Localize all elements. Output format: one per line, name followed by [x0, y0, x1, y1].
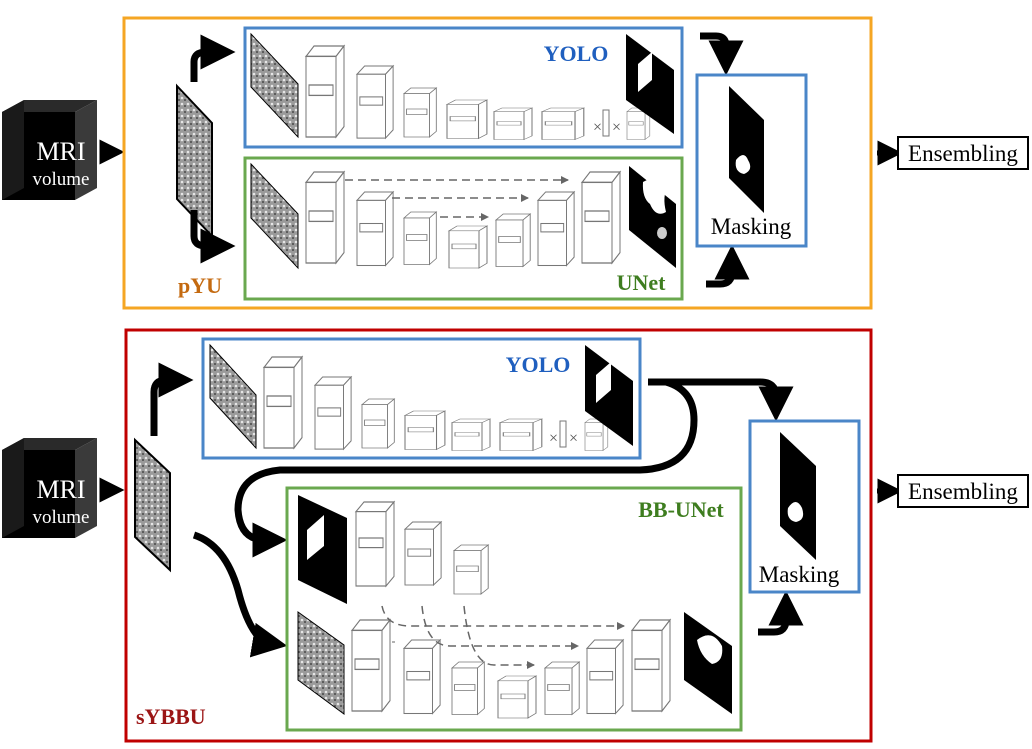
bbunet-tumor-shape [697, 635, 723, 664]
yolo-output-top [626, 34, 674, 134]
masked-slice-bottom [780, 432, 816, 560]
masked-tumor-top [735, 155, 751, 174]
arrow-yolo-to-mask-top [700, 32, 744, 76]
bbunet-output [684, 612, 732, 714]
arrow-unet-to-mask-top [706, 244, 750, 288]
masking-label-top: Masking [711, 214, 792, 239]
bbunet-label: BB-UNet [638, 497, 724, 522]
yolo-label-bottom: YOLO [506, 352, 571, 377]
sybbu-label: sYBBU [136, 704, 206, 729]
unet-layers-top [305, 171, 621, 269]
unet-box-top [243, 156, 684, 301]
svg-text:×: × [569, 430, 578, 447]
mri-slice-bottom [134, 437, 171, 573]
arrow-to-yolo-bottom [150, 362, 194, 436]
yolo-input-slice-top [250, 32, 299, 139]
yolo-input-slice-bottom [209, 343, 257, 450]
masked-slice-top [729, 86, 764, 213]
pyu-label: pYU [178, 273, 222, 298]
tumor-spot-top [657, 227, 667, 239]
volume-label: volume [33, 169, 90, 190]
bbox-shape-top [638, 52, 652, 92]
masking-box-top [695, 73, 808, 248]
pyu-box [122, 16, 873, 310]
masking-box-bottom [748, 419, 861, 594]
bbunet-image-layers [351, 605, 671, 719]
ensembling-box-top [897, 136, 1029, 170]
arrow-to-yolo-top [190, 34, 236, 82]
svg-text:×: × [549, 430, 558, 447]
bbunet-image-input [297, 611, 345, 715]
masked-tumor-bottom [787, 502, 804, 522]
arrow-yolo-to-bbunet [234, 378, 698, 558]
volume-label: volume [33, 507, 90, 528]
bbunet-bbox-input [298, 495, 347, 604]
arrow-to-bbunet-image [192, 531, 288, 658]
bbunet-bbox-encoder [355, 501, 489, 595]
unet-output-top [629, 166, 676, 268]
bottom-pipeline: MRI volume sYBBU YOLO × × [2, 328, 1029, 743]
unet-label-top: UNet [617, 270, 667, 295]
yolo-label-top: YOLO [544, 41, 609, 66]
yolo-box-top [243, 26, 684, 149]
bbox-shape-bottom [596, 362, 611, 403]
masking-label-bottom: Masking [759, 562, 840, 587]
ensembling-label-top: Ensembling [908, 141, 1018, 166]
ensembling-label-bottom: Ensembling [908, 479, 1018, 504]
svg-text:×: × [593, 119, 602, 136]
bbunet-box [285, 486, 743, 732]
sybbu-box [124, 328, 873, 743]
mri-label: MRI [36, 137, 85, 166]
arrow-yolo-to-mask-bottom [648, 378, 794, 422]
mri-volume-cube-bottom: MRI volume [2, 438, 97, 538]
arrow-bbunet-to-mask [758, 590, 804, 636]
bbox-hole [307, 515, 324, 560]
ensembling-box-bottom [897, 474, 1029, 508]
arrow-to-unet-top [190, 210, 236, 264]
yolo-layers-bottom: × × [263, 356, 609, 452]
yolo-layers-top: × × [305, 45, 651, 141]
yolo-output-bottom [585, 345, 633, 446]
unet-input-slice-top [250, 162, 299, 270]
top-pipeline: MRI volume pYU YOLO × × [2, 16, 1029, 310]
mri-volume-cube-top: MRI volume [2, 100, 97, 200]
yolo-box-bottom [201, 337, 642, 460]
tumor-shape-top [642, 177, 668, 214]
svg-text:×: × [612, 119, 621, 136]
mri-label: MRI [36, 475, 85, 504]
